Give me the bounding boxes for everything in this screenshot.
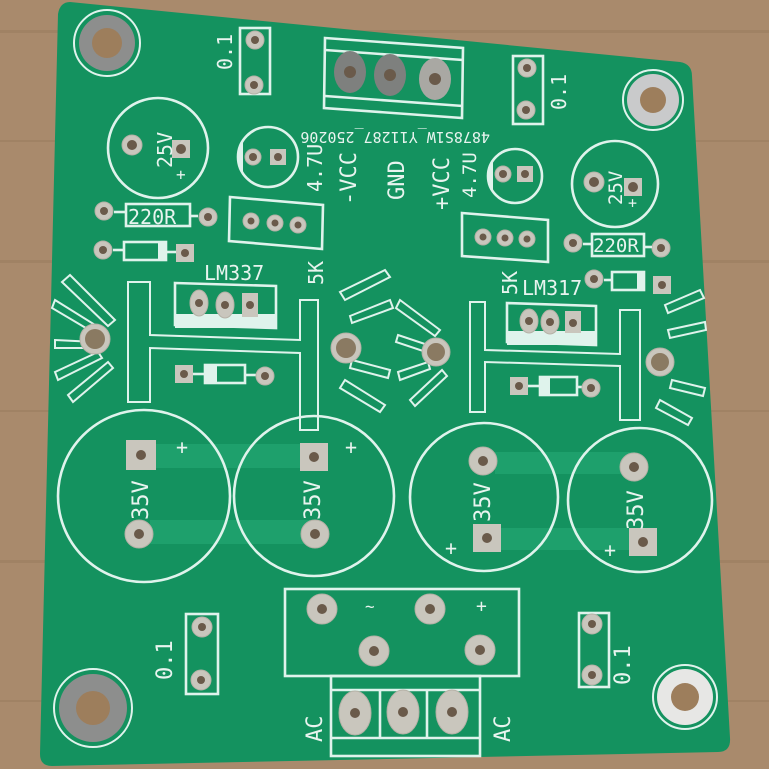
svg-text:5K: 5K <box>304 261 328 285</box>
mounting-hole-top-right <box>622 69 684 131</box>
svg-text:4.7U: 4.7U <box>303 144 327 192</box>
svg-text:LM317: LM317 <box>522 276 582 300</box>
svg-text:~: ~ <box>365 597 375 616</box>
rail-label-gnd: GND <box>385 160 410 200</box>
regulator-lm317: LM317 <box>505 276 598 347</box>
diode-left-lower <box>175 363 275 386</box>
svg-text:+: + <box>176 435 188 459</box>
svg-text:LM337: LM337 <box>204 261 264 285</box>
svg-text:0.1: 0.1 <box>611 645 636 685</box>
svg-text:35V: 35V <box>301 480 326 520</box>
bulk-cap-2: 35V + <box>232 414 396 578</box>
mounting-hole-top-left <box>73 9 141 77</box>
cap-0.1-top-left: 0.1 <box>213 26 272 96</box>
mounting-hole-bottom-left <box>53 668 133 748</box>
svg-text:0.1: 0.1 <box>153 640 178 680</box>
svg-text:5K: 5K <box>498 271 522 295</box>
svg-text:25V: 25V <box>605 171 627 205</box>
heatsink-outline-left <box>50 268 395 431</box>
svg-text:AC: AC <box>303 716 328 743</box>
svg-text:+: + <box>345 435 357 459</box>
rail-label-pos: +VCC <box>430 157 455 210</box>
svg-text:+: + <box>476 596 487 617</box>
svg-text:+: + <box>604 538 616 562</box>
cap-0.1-bottom-left: 0.1 <box>153 612 220 696</box>
rail-label-neg: -VCC <box>337 152 362 205</box>
cap-4.7u-left: 4.7U <box>236 125 327 192</box>
label-0.1: 0.1 <box>547 74 571 110</box>
resistor-220r-right: 220R <box>563 232 671 258</box>
label-0.1: 0.1 <box>213 34 237 70</box>
cap-0.1-bottom-right: 0.1 <box>577 611 636 689</box>
diode-right-lower <box>510 375 601 398</box>
bridge-rectifier: ~ + <box>283 587 521 678</box>
cap-4.7u-right: 4.7U <box>459 147 544 205</box>
diode-right-upper <box>584 269 671 294</box>
svg-text:4.7U: 4.7U <box>459 152 481 198</box>
svg-text:AC: AC <box>491 716 516 743</box>
svg-text:+: + <box>176 165 186 184</box>
svg-text:25V: 25V <box>153 132 177 168</box>
output-terminal-block <box>322 36 465 120</box>
mounting-hole-bottom-right <box>652 664 718 730</box>
bulk-cap-1: 35V + <box>56 408 310 584</box>
resistor-220r-left: 220R <box>94 201 218 229</box>
svg-text:+: + <box>445 536 457 560</box>
svg-text:+: + <box>628 194 637 212</box>
bulk-cap-4: 35V + <box>566 426 714 574</box>
trimmer-5k-right: 5K <box>460 211 550 295</box>
bulk-cap-3: 35V + <box>408 421 635 573</box>
board-id-text: 4878S1W_Y11287_250206 <box>300 128 490 146</box>
pcb-board <box>40 2 731 766</box>
cap-25v-left: 25V + <box>106 96 210 200</box>
svg-text:35V: 35V <box>471 482 496 522</box>
svg-text:35V: 35V <box>624 490 649 530</box>
heatsink-outline-right <box>394 288 708 427</box>
cap-0.1-top-right: 0.1 <box>511 54 571 126</box>
regulator-lm337: LM337 <box>173 261 278 330</box>
cap-25v-right: 25V + <box>570 139 660 229</box>
svg-text:220R: 220R <box>593 235 639 257</box>
svg-text:35V: 35V <box>129 480 154 520</box>
trimmer-5k-left: 5K <box>227 195 328 285</box>
ac-input-terminal: AC AC <box>303 674 516 758</box>
svg-text:220R: 220R <box>128 205 177 229</box>
diode-left-upper <box>93 240 194 262</box>
